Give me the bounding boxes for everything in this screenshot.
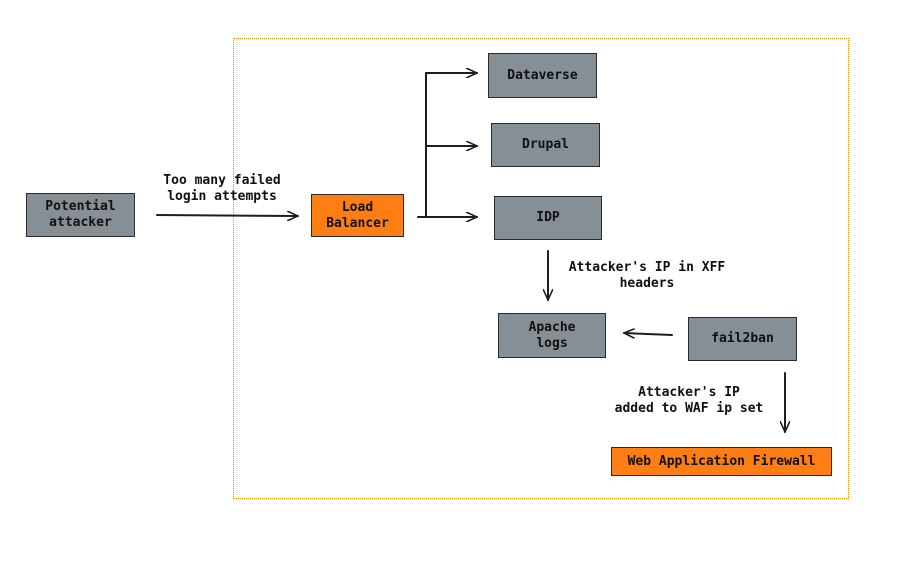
edge-label-failed-logins: Too many failed login attempts <box>163 173 281 204</box>
idp-node: IDP <box>494 196 602 240</box>
dataverse-node: Dataverse <box>488 53 597 98</box>
edge-label-waf-ip-set: Attacker's IP added to WAF ip set <box>614 385 764 416</box>
potential-attacker-node: Potential attacker <box>26 193 135 237</box>
load-balancer-node: Load Balancer <box>311 194 404 237</box>
arrow-attacker-to-lb <box>156 215 298 216</box>
infrastructure-boundary <box>233 38 849 499</box>
arrow-fail2ban-to-logs <box>624 333 673 335</box>
drupal-node: Drupal <box>491 123 600 167</box>
waf-node: Web Application Firewall <box>611 447 832 476</box>
edge-label-xff-headers: Attacker's IP in XFF headers <box>568 260 726 291</box>
fail2ban-node: fail2ban <box>688 317 797 361</box>
apache-logs-node: Apache logs <box>498 313 606 358</box>
